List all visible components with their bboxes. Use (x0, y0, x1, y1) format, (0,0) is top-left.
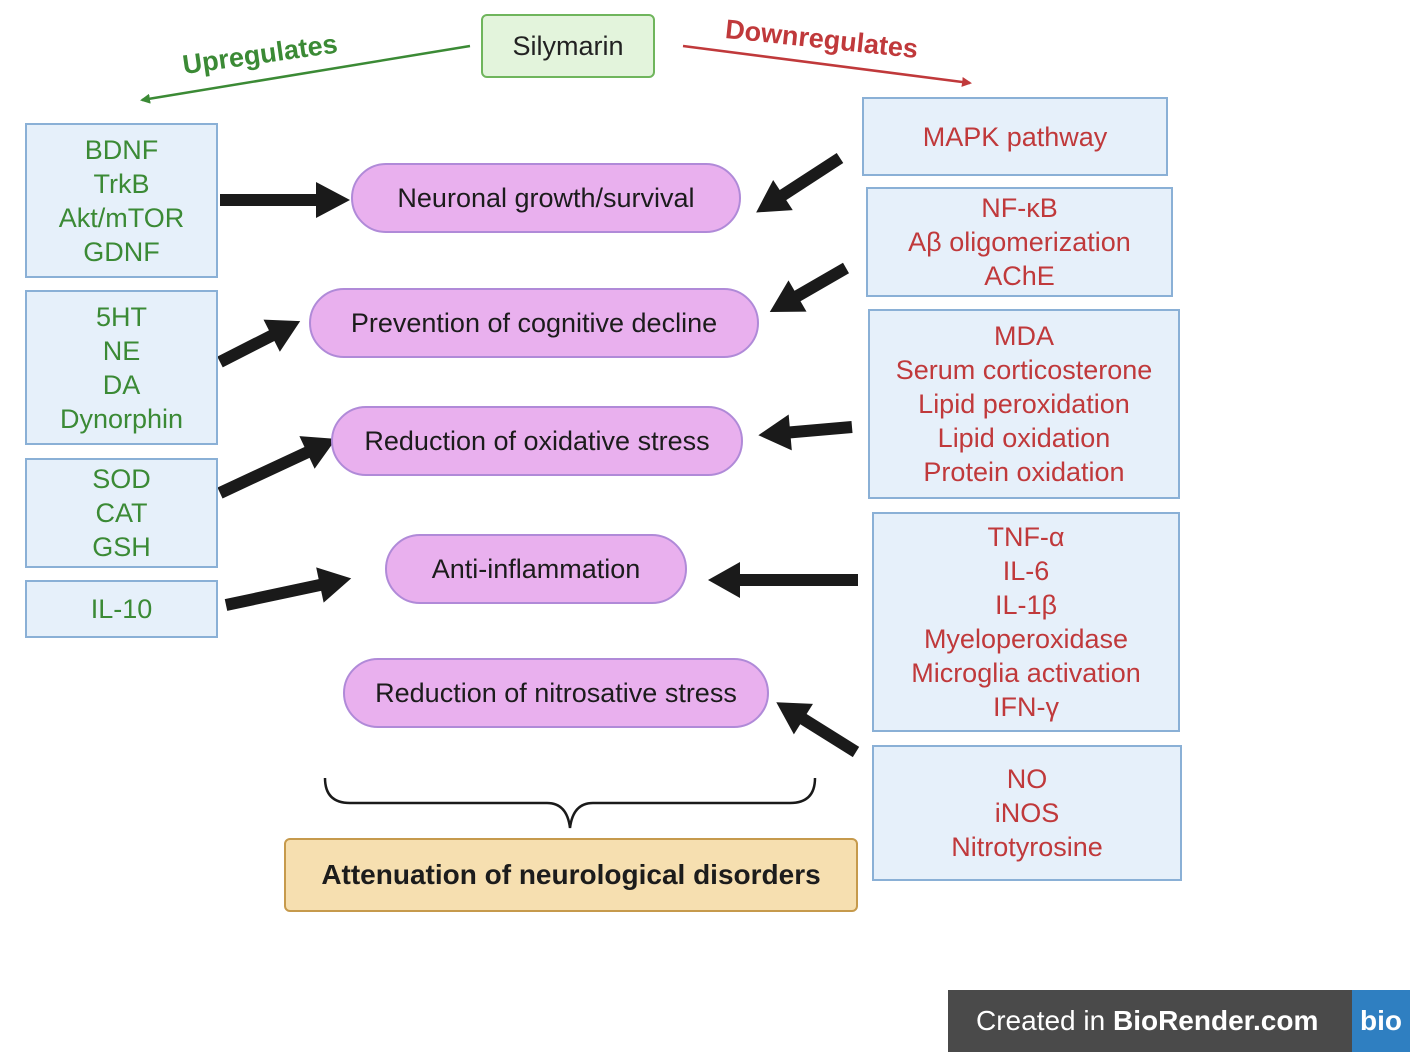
upregulated-box-neurotrophic: BDNF TrkB Akt/mTOR GDNF (25, 123, 218, 278)
arrow-bdnf-to-growth (220, 182, 350, 218)
marker-text: TNF-α (987, 522, 1065, 552)
marker-text: AChE (984, 261, 1055, 291)
marker-text: MDA (994, 321, 1054, 351)
downregulates-arrow (682, 44, 972, 87)
outcome-oxidative-stress: Reduction of oxidative stress (331, 406, 743, 476)
outcome-label: Reduction of oxidative stress (364, 425, 710, 456)
marker-text: IL-10 (90, 594, 153, 624)
marker-text: Protein oxidation (923, 457, 1125, 487)
marker-text: iNOS (994, 798, 1060, 828)
marker-text: NF-κB (981, 193, 1058, 223)
marker-text: Microglia activation (911, 658, 1141, 688)
marker-text: Lipid peroxidation (918, 389, 1130, 419)
marker-text: GDNF (83, 236, 160, 267)
final-outcome-label: Attenuation of neurological disorders (321, 859, 821, 890)
outcome-label: Prevention of cognitive decline (350, 307, 718, 338)
downregulated-box-nitrosative-markers: NO iNOS Nitrotyrosine (872, 745, 1182, 881)
marker-text: MAPK pathway (922, 121, 1108, 152)
marker-text: Akt/mTOR (58, 202, 185, 233)
marker-text: Nitrotyrosine (951, 832, 1103, 862)
outcomes-brace (323, 777, 817, 829)
marker-text: TrkB (93, 168, 150, 199)
watermark-text: Created in BioRender.com (948, 1005, 1352, 1037)
upregulated-box-il10: IL-10 (25, 580, 218, 638)
outcome-label: Reduction of nitrosative stress (375, 677, 737, 708)
watermark-brand: BioRender.com (1112, 1005, 1319, 1036)
outcome-nitrosative-stress: Reduction of nitrosative stress (343, 658, 769, 728)
arrow-il10-to-inflammation (224, 567, 352, 611)
downregulated-box-mapk: MAPK pathway (862, 97, 1168, 176)
marker-text: Dynorphin (59, 403, 184, 434)
outcome-label: Neuronal growth/survival (397, 182, 695, 213)
right-arrows (708, 152, 860, 758)
upregulates-arrow (140, 44, 471, 104)
marker-text: Serum corticosterone (895, 355, 1153, 385)
downregulated-box-nfkb: NF-κB Aβ oligomerization AChE (866, 187, 1173, 297)
upregulated-box-antioxidants: SOD CAT GSH (25, 458, 218, 568)
marker-text: DA (102, 369, 141, 400)
marker-text: Aβ oligomerization (908, 227, 1131, 257)
marker-text: IL-1β (994, 590, 1058, 620)
marker-text: NE (102, 335, 141, 366)
silymarin-box: Silymarin (481, 14, 655, 78)
arrow-no-to-nitrosative (776, 702, 860, 758)
marker-text: 5HT (95, 301, 147, 332)
marker-text: IFN-γ (993, 692, 1059, 722)
marker-text: BDNF (84, 134, 159, 165)
silymarin-label: Silymarin (512, 30, 624, 61)
biorender-logo: bio (1352, 990, 1410, 1052)
arrow-tnf-to-inflammation (708, 562, 858, 598)
outcome-neuronal-growth: Neuronal growth/survival (351, 163, 741, 233)
marker-text: Lipid oxidation (937, 423, 1111, 453)
marker-text: GSH (92, 532, 151, 562)
outcome-anti-inflammation: Anti-inflammation (385, 534, 687, 604)
watermark-prefix: Created in (976, 1005, 1113, 1036)
marker-text: Myeloperoxidase (923, 624, 1129, 654)
upregulated-box-monoamines: 5HT NE DA Dynorphin (25, 290, 218, 445)
marker-text: SOD (92, 464, 151, 494)
arrow-mapk-to-growth (756, 152, 844, 213)
marker-text: IL-6 (1002, 556, 1050, 586)
arrow-mda-to-oxidative (758, 414, 853, 451)
marker-text: NO (1006, 764, 1048, 794)
arrow-antioxidants-to-oxidative (217, 436, 337, 499)
biorender-watermark: Created in BioRender.com bio (948, 990, 1410, 1052)
left-arrows (217, 182, 352, 611)
arrow-nfkb-to-cognition (769, 262, 849, 312)
outcome-label: Anti-inflammation (431, 553, 641, 584)
downregulated-box-inflammatory-markers: TNF-α IL-6 IL-1β Myeloperoxidase Microgl… (872, 512, 1180, 732)
downregulated-box-oxidative-markers: MDA Serum corticosterone Lipid peroxidat… (868, 309, 1180, 499)
marker-text: CAT (95, 498, 148, 528)
outcome-cognitive-decline: Prevention of cognitive decline (309, 288, 759, 358)
final-outcome-box: Attenuation of neurological disorders (284, 838, 858, 912)
arrow-monoamines-to-cognition (217, 319, 301, 368)
